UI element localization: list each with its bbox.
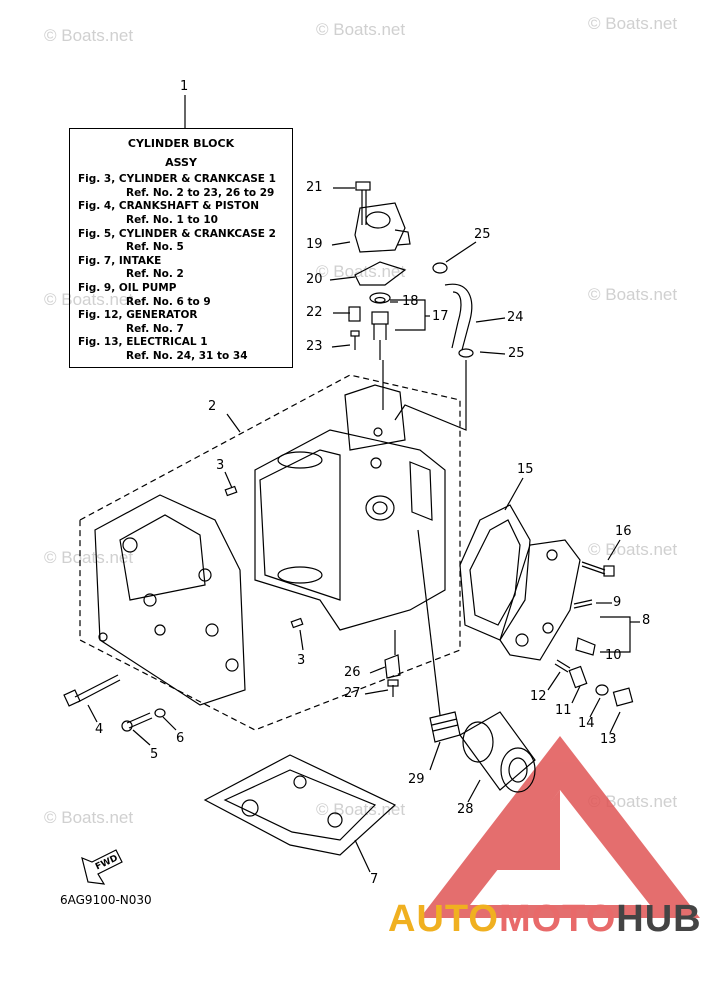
legend-fig: Fig. 5, CYLINDER & CRANKCASE 2 [78, 227, 276, 240]
legend-ref: Ref. No. 7 [126, 322, 184, 335]
brand-part-3: HUB [616, 898, 702, 940]
callout-17: 17 [432, 309, 449, 324]
watermark: © Boats.net [44, 26, 134, 45]
watermark: © Boats.net [44, 548, 134, 567]
legend-title: CYLINDER BLOCK [127, 137, 235, 150]
callout-21: 21 [306, 180, 323, 195]
callout-19: 19 [306, 237, 323, 252]
legend-ref: Ref. No. 5 [126, 241, 184, 254]
callout-11: 11 [555, 703, 572, 718]
brand-logo-triangle [420, 736, 700, 918]
brand-wordmark: AUTOMOTOHUB [388, 898, 702, 941]
legend-box: CYLINDER BLOCK ASSY Fig. 3, CYLINDER & C… [69, 128, 293, 368]
callout-12: 12 [530, 689, 547, 704]
legend-ref: Ref. No. 6 to 9 [126, 295, 211, 308]
callout-9: 9 [613, 595, 622, 610]
callout-7: 7 [370, 872, 379, 887]
callout-29: 29 [408, 772, 425, 787]
callout-8: 8 [642, 613, 651, 628]
callout-14: 14 [578, 716, 595, 731]
callout-23: 23 [306, 339, 323, 354]
callout-25: 25 [508, 346, 525, 361]
callout-26: 26 [344, 665, 361, 680]
legend-fig: Fig. 13, ELECTRICAL 1 [78, 336, 208, 349]
diagram-code: 6AG9100-N030 [60, 893, 152, 907]
callout-13: 13 [600, 732, 617, 747]
legend-ref: Ref. No. 24, 31 to 34 [126, 349, 248, 362]
callout-6: 6 [176, 731, 185, 746]
brand-part-2: MOTO [498, 898, 617, 940]
legend-subtitle: ASSY [165, 155, 197, 169]
callout-15: 15 [517, 462, 534, 477]
legend-ref: Ref. No. 2 to 23, 26 to 29 [126, 186, 275, 199]
legend-fig: Fig. 12, GENERATOR [78, 309, 198, 322]
callout-3: 3 [297, 653, 306, 668]
brand-part-1: AUTO [388, 898, 499, 940]
callout-5: 5 [150, 747, 159, 762]
callout-24: 24 [507, 310, 524, 325]
callout-18: 18 [402, 294, 419, 309]
watermark: © Boats.net [44, 808, 134, 827]
callout-20: 20 [306, 272, 323, 287]
watermark: © Boats.net [44, 290, 134, 309]
legend-fig: Fig. 9, OIL PUMP [78, 281, 177, 294]
watermark: © Boats.net [588, 540, 678, 559]
callout-16: 16 [615, 524, 632, 539]
legend-fig: Fig. 3, CYLINDER & CRANKCASE 1 [78, 173, 276, 186]
callout-3: 3 [216, 458, 225, 473]
watermark: © Boats.net [588, 14, 678, 33]
legend-fig: Fig. 7, INTAKE [78, 254, 162, 267]
callout-22: 22 [306, 305, 323, 320]
legend-ref: Ref. No. 2 [126, 268, 184, 281]
callout-27: 27 [344, 686, 361, 701]
callout-4: 4 [95, 722, 104, 737]
watermark: © Boats.net [588, 285, 678, 304]
callout-2: 2 [208, 399, 217, 414]
legend-fig: Fig. 4, CRANKSHAFT & PISTON [78, 200, 260, 213]
callout-25: 25 [474, 227, 491, 242]
callout-10: 10 [605, 648, 622, 663]
callout-28: 28 [457, 802, 474, 817]
watermark: © Boats.net [316, 20, 406, 39]
callout-1: 1 [180, 79, 189, 94]
legend-ref: Ref. No. 1 to 10 [126, 213, 218, 226]
